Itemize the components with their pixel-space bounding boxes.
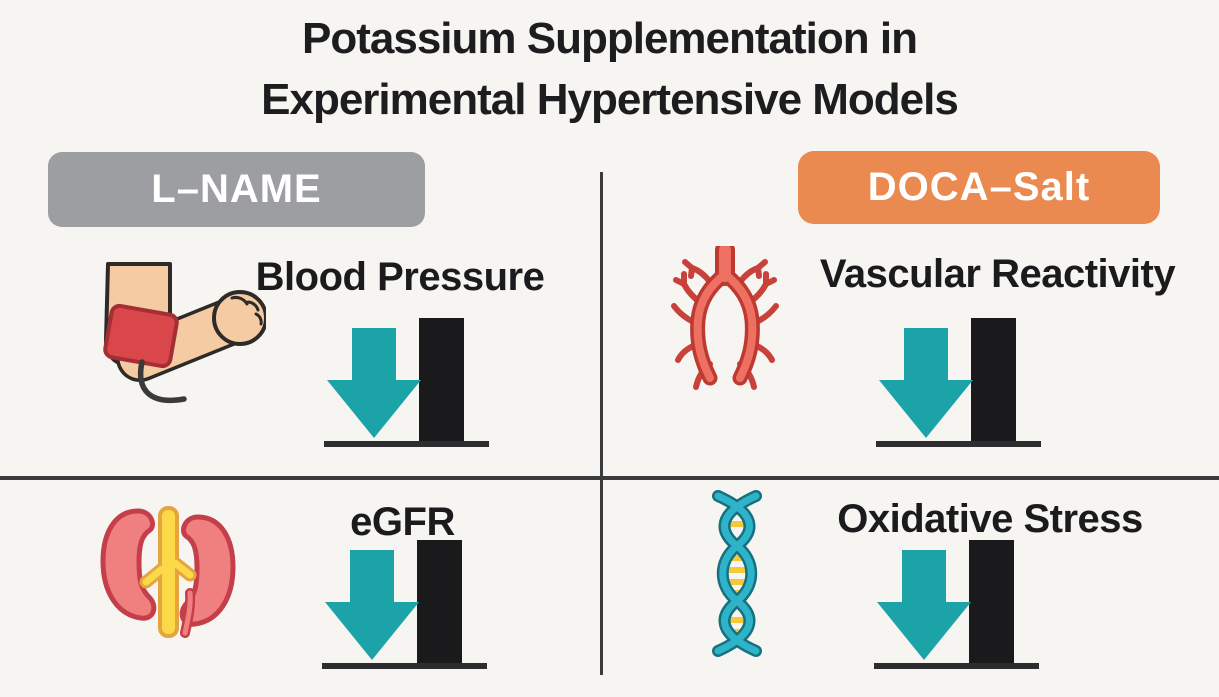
label-vascular-reactivity: Vascular Reactivity bbox=[819, 252, 1176, 296]
baseline bbox=[324, 441, 489, 447]
label-oxidative-stress: Oxidative Stress bbox=[837, 497, 1143, 541]
artery-icon bbox=[671, 246, 779, 390]
bar bbox=[417, 540, 462, 663]
down-arrow-icon bbox=[877, 550, 971, 660]
badge-doca-salt: DOCA–Salt bbox=[798, 151, 1160, 224]
blood-pressure-cuff-icon bbox=[103, 262, 266, 403]
decrease-indicator-egfr bbox=[322, 540, 487, 669]
kidney-icon bbox=[100, 506, 236, 638]
dna-icon bbox=[712, 490, 762, 657]
down-arrow-icon bbox=[327, 328, 421, 438]
decrease-indicator-oxidative-stress bbox=[874, 540, 1039, 669]
bar bbox=[971, 318, 1016, 441]
baseline bbox=[876, 441, 1041, 447]
label-blood-pressure: Blood Pressure bbox=[255, 255, 545, 299]
bar bbox=[419, 318, 464, 441]
down-arrow-icon bbox=[325, 550, 419, 660]
title-line-2: Experimental Hypertensive Models bbox=[261, 75, 959, 124]
bar bbox=[969, 540, 1014, 663]
vertical-divider bbox=[600, 172, 603, 675]
horizontal-divider bbox=[0, 476, 1219, 480]
page-title: Potassium Supplementation in Experimenta… bbox=[0, 8, 1219, 130]
baseline bbox=[874, 663, 1039, 669]
label-egfr: eGFR bbox=[350, 500, 455, 544]
decrease-indicator-vascular-reactivity bbox=[876, 318, 1041, 447]
down-arrow-icon bbox=[879, 328, 973, 438]
decrease-indicator-blood-pressure bbox=[324, 318, 489, 447]
baseline bbox=[322, 663, 487, 669]
title-line-1: Potassium Supplementation in bbox=[302, 14, 918, 63]
badge-l-name: L–NAME bbox=[48, 152, 425, 227]
